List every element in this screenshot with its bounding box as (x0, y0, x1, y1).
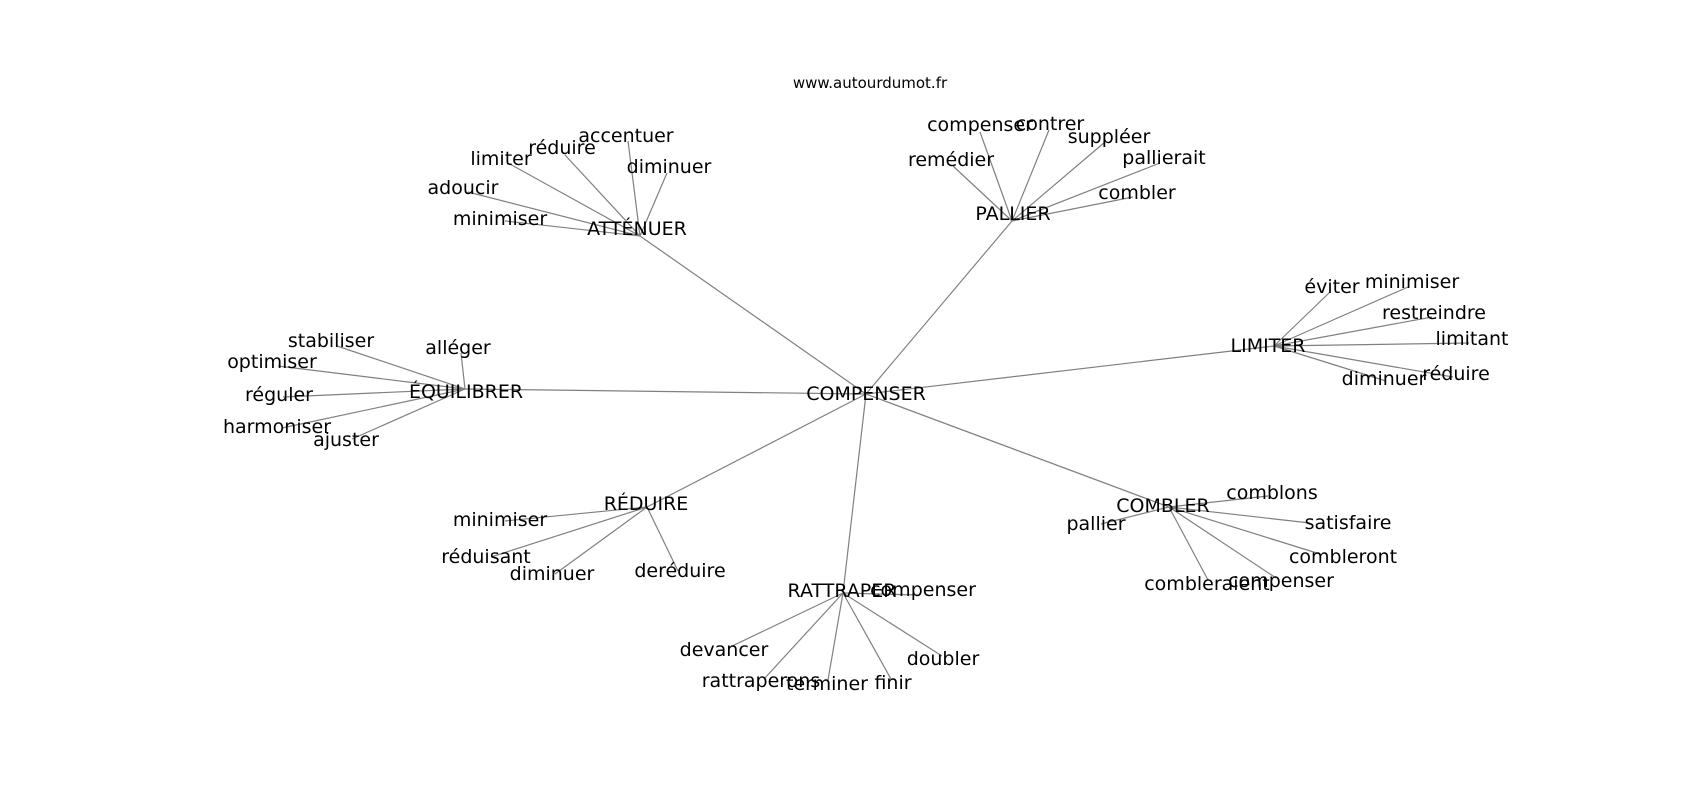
node-pallier-remedier: remédier (908, 149, 994, 171)
graph-edge-root-limiter (865, 345, 1275, 395)
graph-nodes: COMPENSERATTÉNUERlimiterréduireaccentuer… (223, 113, 1508, 695)
node-pallier-compenser: compenser (927, 114, 1033, 136)
node-equilibrer-alleger: alléger (425, 337, 491, 359)
node-rattraper-terminer: terminer (786, 673, 868, 695)
graph-edge-rattraper-rattraper-compenser (842, 592, 919, 596)
graph-edge-pallier-pallier-suppleer (1011, 141, 1106, 222)
graph-edge-combler-combler-combleraient (1168, 506, 1209, 581)
node-reduire-reduisant: réduisant (441, 546, 531, 568)
graph-edge-reduire-reduire-dereduire (646, 506, 679, 572)
graph-edge-combler-combler-satisfaire (1168, 506, 1311, 524)
node-limiter-restreindre: restreindre (1382, 302, 1486, 324)
node-attenuer-minimiser: minimiser (453, 208, 547, 230)
graph-edge-root-pallier (865, 220, 1013, 395)
graph-edge-attenuer-attenuer-diminuer (639, 172, 668, 237)
graph-edge-attenuer-attenuer-adoucir (467, 191, 641, 237)
node-combler-combleront: combleront (1289, 546, 1397, 568)
node-reduire: RÉDUIRE (604, 492, 689, 515)
graph-edge-root-combler (865, 393, 1170, 508)
node-equilibrer-ajuster: ajuster (313, 429, 379, 451)
node-attenuer: ATTÉNUER (587, 217, 687, 240)
graph-edge-attenuer-attenuer-accentuer (627, 140, 641, 237)
node-equilibrer-reguler: réguler (245, 384, 313, 406)
graph-edge-limiter-limiter-eviter (1273, 291, 1331, 347)
graph-edge-equilibrer-equilibrer-alleger (460, 352, 466, 390)
node-attenuer-accentuer: accentuer (578, 125, 673, 147)
node-reduire-diminuer: diminuer (510, 563, 595, 585)
graph-edge-pallier-pallier-contrer (1011, 129, 1050, 222)
graph-edge-equilibrer-equilibrer-optimiser (277, 365, 466, 390)
node-equilibrer-optimiser: optimiser (227, 351, 317, 373)
node-limiter-diminuer: diminuer (1342, 368, 1427, 390)
node-equilibrer-harmoniser: harmoniser (223, 416, 331, 438)
node-rattraper-devancer: devancer (680, 639, 769, 661)
node-limiter-reduire: réduire (1422, 363, 1490, 385)
graph-edge-limiter-limiter-diminuer (1273, 345, 1387, 382)
graph-edge-root-equilibrer (464, 388, 867, 395)
graph-edge-root-reduire (646, 393, 867, 508)
node-pallier-pallierait: pallierait (1122, 147, 1205, 169)
node-combler-compenser: compenser (1228, 570, 1334, 592)
graph-edge-equilibrer-equilibrer-reguler (282, 388, 466, 398)
node-combler-pallier: pallier (1066, 513, 1125, 535)
node-rattraper-compenser: compenser (870, 579, 976, 601)
graph-edge-limiter-limiter-minimiser (1273, 286, 1409, 347)
graph-edge-root-attenuer (639, 235, 867, 395)
node-attenuer-diminuer: diminuer (627, 156, 712, 178)
graph-edge-rattraper-rattraper-doubler (842, 592, 943, 657)
node-combler: COMBLER (1116, 495, 1209, 517)
node-reduire-minimiser: minimiser (453, 509, 547, 531)
graph-edge-rattraper-rattraper-devancer (727, 592, 844, 649)
node-pallier-contrer: contrer (1016, 113, 1085, 135)
node-rattraper-doubler: doubler (907, 648, 980, 670)
node-pallier: PALLIER (975, 203, 1050, 225)
node-attenuer-reduire: réduire (528, 137, 596, 159)
graph-edge-limiter-limiter-reduire (1273, 345, 1454, 378)
node-root: COMPENSER (806, 383, 926, 405)
node-rattraper-rattraperons: rattraperons (702, 670, 821, 692)
node-pallier-combler: combler (1098, 182, 1176, 204)
graph-edges (277, 129, 1470, 681)
node-limiter-eviter: éviter (1304, 276, 1359, 298)
graph-edge-limiter-limiter-limitant (1273, 342, 1470, 347)
node-combler-comblons: comblons (1226, 482, 1317, 504)
graph-edge-pallier-pallier-compenser (979, 131, 1013, 222)
graph-edge-reduire-reduire-diminuer (554, 506, 648, 575)
node-limiter-limitant: limitant (1436, 328, 1509, 350)
graph-edge-equilibrer-equilibrer-harmoniser (281, 388, 466, 429)
graph-edge-combler-combler-combleront (1168, 506, 1321, 555)
graph-edge-rattraper-rattraper-rattraperons (763, 592, 844, 680)
graph-edge-combler-combler-pallier (1100, 506, 1170, 525)
graph-edge-limiter-limiter-restreindre (1273, 316, 1433, 347)
node-combler-satisfaire: satisfaire (1305, 512, 1392, 534)
node-limiter-minimiser: minimiser (1365, 271, 1459, 293)
graph-edge-equilibrer-equilibrer-ajuster (351, 388, 466, 440)
graph-edge-rattraper-rattraper-finir (842, 592, 892, 680)
node-pallier-suppleer: suppléer (1068, 126, 1151, 148)
graph-edge-equilibrer-equilibrer-stabiliser (336, 345, 466, 390)
graph-edge-rattraper-rattraper-terminer (827, 592, 844, 681)
graph-edge-attenuer-attenuer-reduire (564, 154, 641, 237)
node-rattraper-finir: finir (874, 672, 911, 694)
node-equilibrer-stabiliser: stabiliser (288, 330, 374, 352)
graph-edge-pallier-pallier-pallierait (1011, 162, 1161, 222)
node-reduire-dereduire: deréduire (634, 560, 725, 582)
node-attenuer-adoucir: adoucir (428, 177, 499, 199)
graph-edge-reduire-reduire-minimiser (504, 506, 648, 522)
node-rattraper: RATTRAPER (788, 580, 897, 602)
graph-edge-reduire-reduire-reduisant (490, 506, 648, 558)
site-watermark: www.autourdumot.fr (793, 74, 948, 92)
graph-edge-combler-combler-comblons (1168, 495, 1269, 508)
node-limiter: LIMITER (1231, 335, 1306, 357)
graph-edge-combler-combler-compenser (1168, 506, 1277, 579)
graph-edge-attenuer-attenuer-limiter (507, 162, 641, 237)
graph-edge-pallier-pallier-remedier (952, 165, 1013, 222)
graph-edge-attenuer-attenuer-minimiser (504, 220, 641, 237)
graph-edge-root-rattraper (842, 393, 867, 594)
node-combler-combleraient: combleraient (1144, 573, 1270, 595)
node-attenuer-limiter: limiter (470, 148, 531, 170)
node-equilibrer: ÉQUILIBRER (409, 380, 523, 403)
graph-edge-pallier-pallier-combler (1011, 196, 1134, 222)
